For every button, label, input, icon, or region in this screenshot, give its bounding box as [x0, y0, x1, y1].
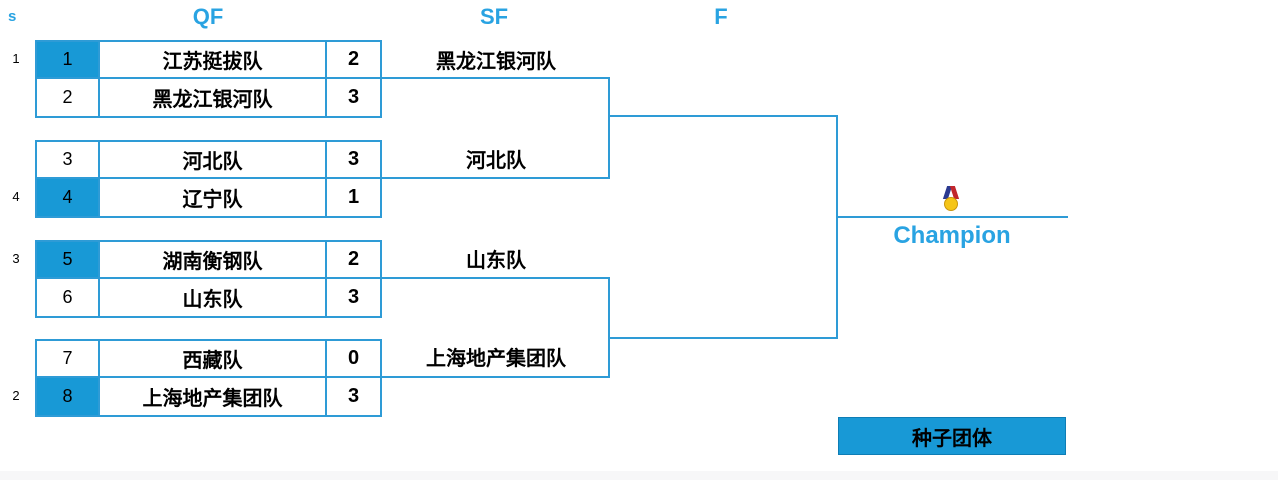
score-cell: 0: [325, 341, 380, 376]
table-row: 7 西藏队 0: [37, 341, 380, 378]
seed-cell: 7: [37, 341, 100, 376]
sf1-winner-line: [608, 115, 838, 117]
champion-line: [836, 216, 1068, 218]
score-cell: 3: [325, 378, 380, 415]
seed-column-header: s: [8, 8, 17, 25]
table-row: 2 黑龙江银河队 3: [37, 79, 380, 116]
sf-slot-line: [380, 77, 610, 79]
qf-match-1: 1 江苏挺拔队 2 2 黑龙江银河队 3: [35, 40, 382, 118]
qf-match-4: 7 西藏队 0 8 上海地产集团队 3: [35, 339, 382, 417]
sf-slot-team: 山东队: [466, 250, 526, 272]
seed-cell: 3: [37, 142, 100, 177]
qf-match-3: 5 湖南衡钢队 2 6 山东队 3: [35, 240, 382, 318]
seed-cell: 2: [37, 79, 100, 116]
table-row: 4 辽宁队 1: [37, 179, 380, 216]
team-name: 上海地产集团队: [142, 388, 283, 410]
bottom-edge-strip: [0, 471, 1278, 480]
sf2-connector-line: [608, 277, 610, 378]
seed-indicator: 1: [12, 51, 20, 66]
team-name: 西藏队: [182, 350, 243, 372]
qf-match-2: 3 河北队 3 4 辽宁队 1: [35, 140, 382, 218]
score-cell: 3: [325, 142, 380, 177]
seed-cell: 1: [37, 42, 100, 77]
sf-slot-line: [380, 277, 610, 279]
team-name: 山东队: [182, 289, 243, 311]
sf-slot-line: [380, 177, 610, 179]
table-row: 8 上海地产集团队 3: [37, 378, 380, 415]
round-header-sf: SF: [479, 4, 509, 29]
score-cell: 3: [325, 279, 380, 316]
seed-indicator: 4: [12, 189, 20, 204]
team-name: 江苏挺拔队: [162, 51, 263, 73]
team-name: 黑龙江银河队: [152, 89, 273, 111]
seed-cell: 4: [37, 179, 100, 216]
sf-slot-team: 河北队: [466, 150, 526, 172]
seed-cell: 6: [37, 279, 100, 316]
table-row: 3 河北队 3: [37, 142, 380, 179]
seeded-team-legend: 种子团体: [838, 417, 1066, 455]
seed-indicator: 3: [12, 251, 20, 266]
sf-slot-team: 黑龙江银河队: [436, 51, 556, 73]
seed-cell: 5: [37, 242, 100, 277]
score-cell: 2: [325, 42, 380, 77]
seed-indicator: 2: [12, 388, 20, 403]
table-row: 6 山东队 3: [37, 279, 380, 316]
score-cell: 2: [325, 242, 380, 277]
team-name: 辽宁队: [182, 189, 243, 211]
table-row: 5 湖南衡钢队 2: [37, 242, 380, 279]
final-connector-line: [836, 115, 838, 339]
score-cell: 3: [325, 79, 380, 116]
seed-cell: 8: [37, 378, 100, 415]
medal-disc: [944, 197, 958, 211]
score-cell: 1: [325, 179, 380, 216]
round-header-f: F: [714, 4, 728, 29]
sf-slot-team: 上海地产集团队: [426, 348, 566, 370]
sf-slot-line: [380, 376, 610, 378]
table-row: 1 江苏挺拔队 2: [37, 42, 380, 79]
champion-label: Champion: [893, 222, 1011, 249]
sf2-winner-line: [608, 337, 838, 339]
team-name: 湖南衡钢队: [162, 251, 263, 273]
gold-medal-icon: [942, 186, 960, 214]
sf1-connector-line: [608, 77, 610, 179]
round-header-qf: QF: [192, 4, 224, 29]
team-name: 河北队: [182, 151, 243, 173]
